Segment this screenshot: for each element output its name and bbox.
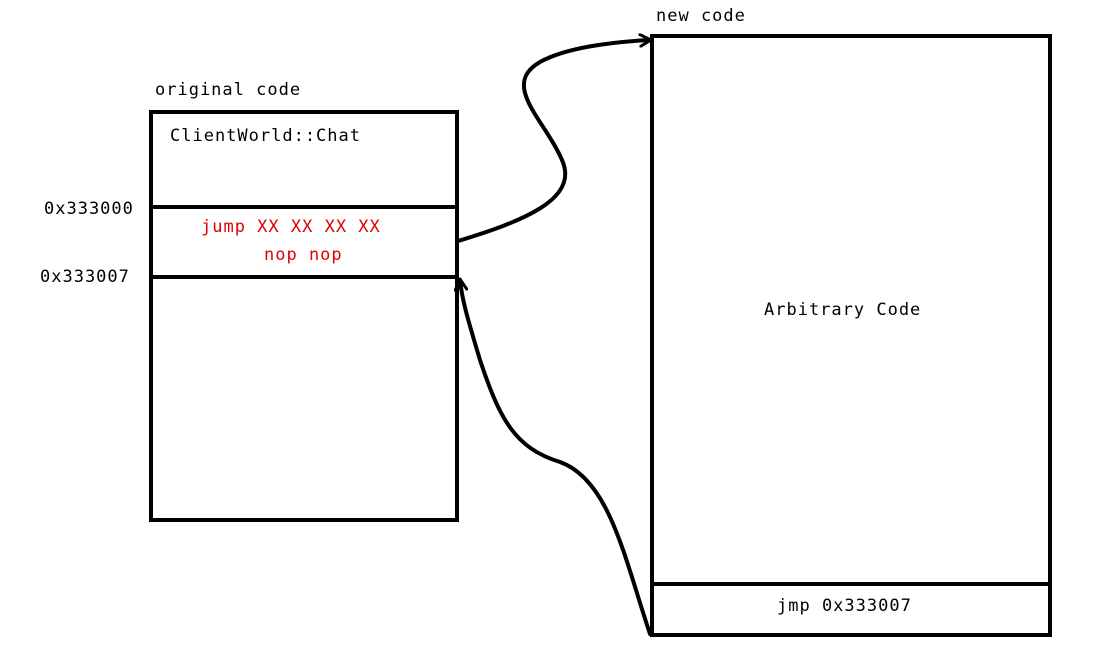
return-jump-arrow: [460, 280, 652, 636]
new-code-box: [650, 34, 1052, 637]
new-code-title: new code: [656, 6, 746, 26]
address-start: 0x333000: [44, 199, 134, 219]
address-end: 0x333007: [40, 267, 130, 287]
patch-jump-instruction: jump XX XX XX XX: [201, 217, 381, 237]
original-code-title: original code: [155, 80, 302, 100]
jump-back-instruction: jmp 0x333007: [777, 596, 912, 616]
original-code-box: [149, 110, 459, 522]
patch-nop-instruction: nop nop: [264, 245, 343, 265]
arbitrary-code-label: Arbitrary Code: [764, 300, 922, 320]
hook-jump-arrow: [456, 40, 650, 243]
function-name: ClientWorld::Chat: [170, 126, 361, 146]
